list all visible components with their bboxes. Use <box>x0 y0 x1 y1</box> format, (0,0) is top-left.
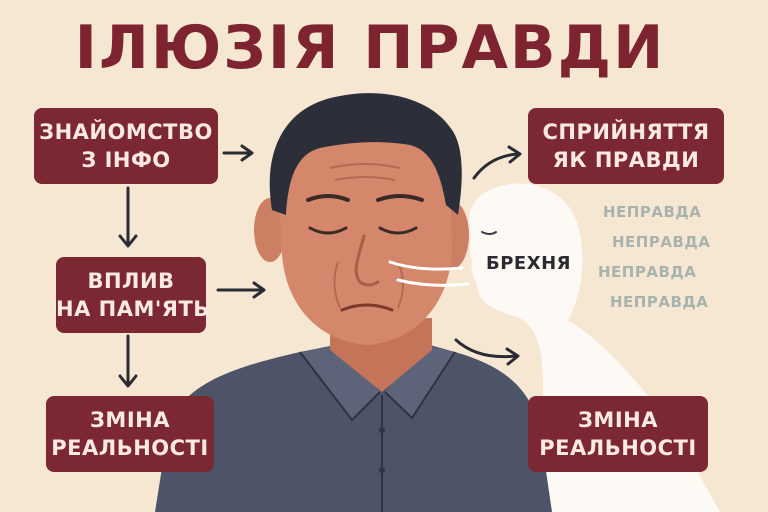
whisper-lines <box>388 260 470 287</box>
lie-label: БРЕХНЯ <box>486 253 572 274</box>
box-familiarity: ЗНАЙОМСТВО З ІНФО <box>34 108 218 184</box>
flow-arrows <box>118 144 522 388</box>
page-title: ІЛЮЗІЯ ПРАВДИ <box>74 13 666 83</box>
arrow-familiarity-to-man <box>222 144 254 162</box>
box-perception-line-2: ЯК ПРАВДИ <box>552 148 700 172</box>
untruth-text: НЕПРАВДА <box>603 203 702 221</box>
arrow-memory-to-reality <box>118 334 138 388</box>
arrow-memory-to-man <box>216 281 266 299</box>
box-reality-left-line-1: ЗМІНА <box>90 408 170 432</box>
box-familiarity-line-1: ЗНАЙОМСТВО <box>39 120 213 144</box>
box-reality-left: ЗМІНА РЕАЛЬНОСТІ <box>46 396 214 472</box>
box-reality-right: ЗМІНА РЕАЛЬНОСТІ <box>528 396 708 472</box>
box-reality-right-line-2: РЕАЛЬНОСТІ <box>539 436 697 460</box>
box-perception: СПРИЙНЯТТЯ ЯК ПРАВДИ <box>528 108 724 184</box>
man-eyes-closed-illustration <box>155 93 552 512</box>
box-reality-right-line-1: ЗМІНА <box>578 408 658 432</box>
arrow-familiarity-to-memory <box>118 186 138 248</box>
untruth-text: НЕПРАВДА <box>598 263 697 281</box>
untruth-text: НЕПРАВДА <box>610 293 709 311</box>
box-memory-line-2: НА ПАМ'ЯТЬ <box>56 297 210 321</box>
arrow-to-reality-right <box>454 338 520 366</box>
box-memory-line-1: ВПЛИВ <box>87 269 175 293</box>
untruth-text: НЕПРАВДА <box>612 233 711 251</box>
box-reality-left-line-2: РЕАЛЬНОСТІ <box>51 436 209 460</box>
box-memory: ВПЛИВ НА ПАМ'ЯТЬ <box>56 257 210 333</box>
box-familiarity-line-2: З ІНФО <box>81 148 171 172</box>
arrow-to-perception <box>472 145 522 180</box>
box-perception-line-1: СПРИЙНЯТТЯ <box>542 120 710 144</box>
